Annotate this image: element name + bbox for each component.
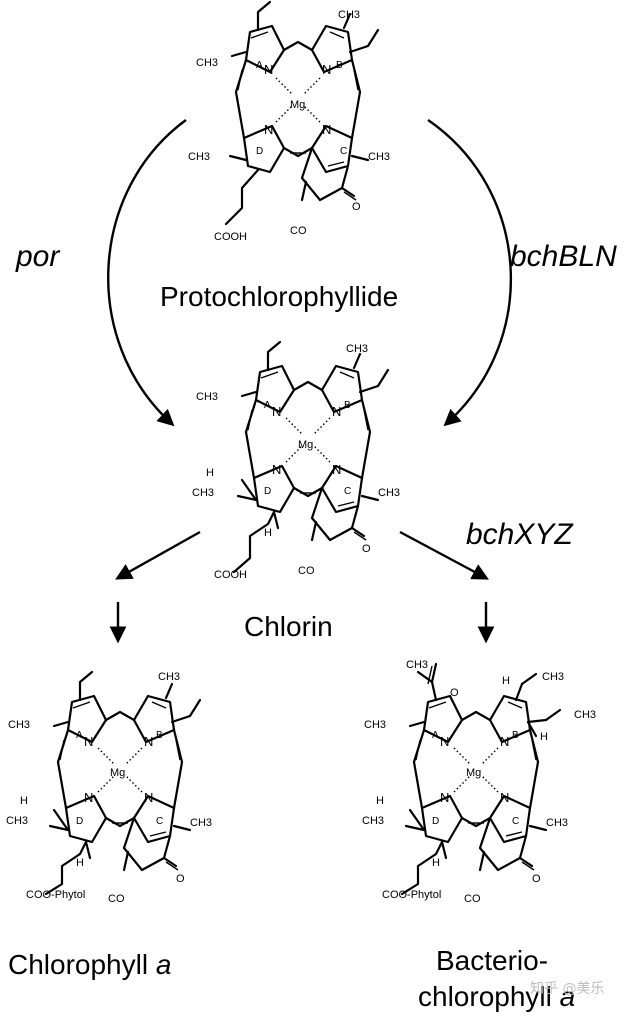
svg-text:N: N xyxy=(84,790,93,805)
arrow-por xyxy=(107,119,187,427)
arrow-left-diagonal xyxy=(115,530,201,580)
svg-text:H: H xyxy=(264,527,272,539)
bacteriochlorophyll-a-name-line2: chlorophyll a xyxy=(418,981,575,1012)
svg-text:CH3: CH3 xyxy=(378,487,400,499)
bacteriochlorophyll-a-labels: CH3 O H CH3 CH3 H CH3 H CH3 H CH3 N N N … xyxy=(362,659,596,905)
svg-text:H: H xyxy=(502,675,510,687)
enzyme-bchBLN: bchBLN xyxy=(510,240,617,273)
svg-text:C: C xyxy=(340,146,347,157)
svg-text:Mg: Mg xyxy=(298,439,313,451)
chlorophyll-a-structure xyxy=(44,670,202,896)
svg-text:H: H xyxy=(376,795,384,807)
arrow-bchBLN xyxy=(427,119,513,427)
svg-text:CH3: CH3 xyxy=(8,719,30,731)
svg-text:CH3: CH3 xyxy=(196,391,218,403)
svg-text:CH3: CH3 xyxy=(188,151,210,163)
svg-text:CH3: CH3 xyxy=(406,659,428,671)
chlorophyll-a-labels: CH3 CH3 H CH3 H CH3 N N N N Mg A B C D O… xyxy=(6,671,212,905)
svg-text:N: N xyxy=(264,122,273,137)
svg-text:COOH: COOH xyxy=(214,569,247,581)
svg-text:COO-Phytol: COO-Phytol xyxy=(26,889,85,901)
svg-text:N: N xyxy=(440,734,449,749)
svg-text:A: A xyxy=(432,730,439,741)
protochlorophyllide-structure xyxy=(224,0,380,226)
svg-text:D: D xyxy=(264,486,271,497)
svg-text:B: B xyxy=(344,400,351,411)
svg-text:N: N xyxy=(264,62,273,77)
svg-text:COOH: COOH xyxy=(214,231,247,243)
svg-text:COO-Phytol: COO-Phytol xyxy=(382,889,441,901)
watermark: 知乎 @美乐 xyxy=(530,981,605,997)
svg-text:CH3: CH3 xyxy=(6,815,28,827)
svg-text:N: N xyxy=(272,462,281,477)
svg-text:H: H xyxy=(206,467,214,479)
svg-text:N: N xyxy=(500,790,509,805)
enzyme-bchXYZ: bchXYZ xyxy=(466,518,574,551)
svg-text:O: O xyxy=(362,543,371,555)
bacteriochlorophyll-a-name-line1: Bacterio- xyxy=(436,945,548,976)
svg-text:CH3: CH3 xyxy=(190,817,212,829)
svg-text:N: N xyxy=(272,404,281,419)
svg-text:D: D xyxy=(256,146,263,157)
svg-text:CH3: CH3 xyxy=(196,57,218,69)
svg-text:D: D xyxy=(76,816,83,827)
svg-text:N: N xyxy=(144,790,153,805)
svg-text:A: A xyxy=(256,60,263,71)
svg-text:B: B xyxy=(336,60,343,71)
svg-text:H: H xyxy=(76,857,84,869)
svg-text:N: N xyxy=(322,62,331,77)
chlorin-structure xyxy=(232,340,390,574)
svg-text:CH3: CH3 xyxy=(362,815,384,827)
svg-text:O: O xyxy=(352,201,361,213)
svg-text:H: H xyxy=(20,795,28,807)
svg-text:C: C xyxy=(344,486,351,497)
protochlorophyllide-labels: CH3 CH3 CH3 CH3 N N N N Mg A B C D O COO… xyxy=(188,9,390,243)
svg-text:A: A xyxy=(264,400,271,411)
svg-text:CO: CO xyxy=(108,893,125,905)
arrow-right-diagonal xyxy=(399,530,489,580)
svg-text:CH3: CH3 xyxy=(346,343,368,355)
svg-text:CO: CO xyxy=(298,565,315,577)
svg-text:CH3: CH3 xyxy=(364,719,386,731)
svg-text:N: N xyxy=(322,122,331,137)
svg-text:H: H xyxy=(432,857,440,869)
svg-text:CH3: CH3 xyxy=(192,487,214,499)
enzyme-por: por xyxy=(15,240,60,273)
svg-text:N: N xyxy=(500,734,509,749)
svg-text:D: D xyxy=(432,816,439,827)
svg-text:O: O xyxy=(532,873,541,885)
svg-text:C: C xyxy=(156,816,163,827)
svg-text:O: O xyxy=(450,687,459,699)
svg-text:CH3: CH3 xyxy=(546,817,568,829)
svg-text:N: N xyxy=(144,734,153,749)
chlorin-labels: CH3 CH3 H CH3 H CH3 N N N N Mg A B C D O… xyxy=(192,343,400,581)
svg-text:Mg: Mg xyxy=(466,767,481,779)
chlorin-name: Chlorin xyxy=(244,611,333,642)
svg-text:CH3: CH3 xyxy=(574,709,596,721)
svg-text:CH3: CH3 xyxy=(158,671,180,683)
svg-text:N: N xyxy=(440,790,449,805)
svg-text:CH3: CH3 xyxy=(368,151,390,163)
svg-text:B: B xyxy=(156,730,163,741)
protochlorophyllide-name: Protochlorophyllide xyxy=(160,281,398,312)
chlorophyll-a-name: Chlorophyll a xyxy=(8,949,171,980)
svg-text:Mg: Mg xyxy=(110,767,125,779)
svg-text:Mg: Mg xyxy=(290,99,305,111)
svg-text:H: H xyxy=(540,731,548,743)
svg-text:CO: CO xyxy=(464,893,481,905)
svg-text:CH3: CH3 xyxy=(542,671,564,683)
svg-text:O: O xyxy=(176,873,185,885)
svg-text:CO: CO xyxy=(290,225,307,237)
bacteriochlorophyll-a-structure xyxy=(400,662,562,896)
svg-text:B: B xyxy=(512,730,519,741)
svg-text:N: N xyxy=(84,734,93,749)
svg-text:A: A xyxy=(76,730,83,741)
svg-text:N: N xyxy=(332,462,341,477)
svg-text:CH3: CH3 xyxy=(338,9,360,21)
svg-text:N: N xyxy=(332,404,341,419)
svg-text:C: C xyxy=(512,816,519,827)
